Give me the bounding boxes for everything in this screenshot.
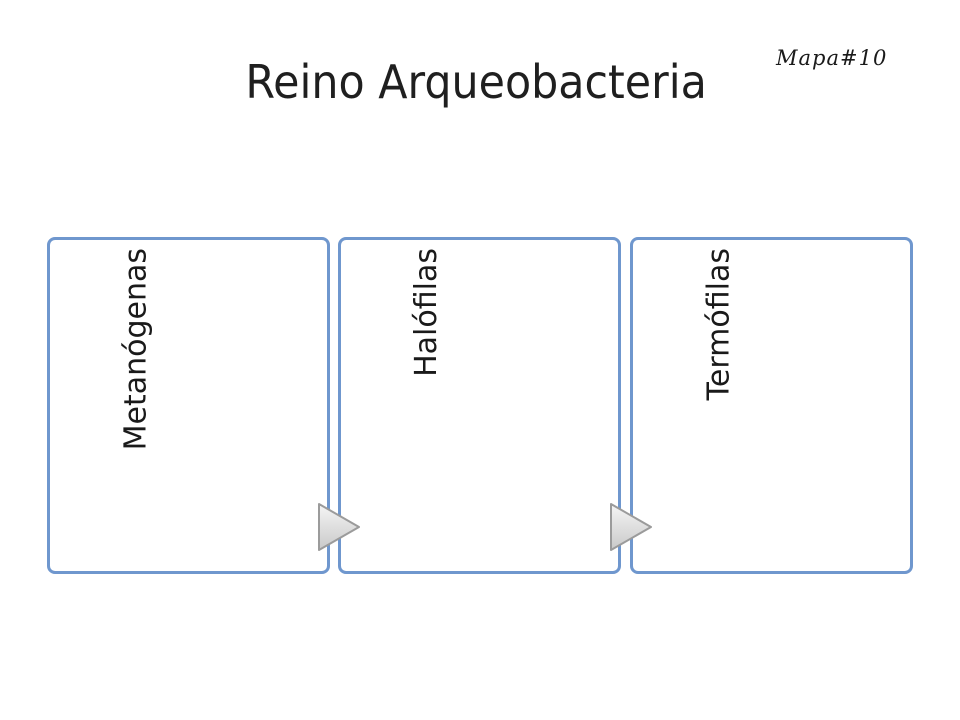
stage-box-termofilas: Termófilas	[630, 237, 913, 574]
stage-box-halofilas: Halófilas	[338, 237, 621, 574]
stage-box-metanogenas: Metanógenas	[47, 237, 330, 574]
stage-label-termofilas: Termófilas	[701, 248, 736, 401]
diagram-title: Reino Arqueobacteria	[0, 55, 956, 109]
map-number-tag: Mapa#10	[776, 46, 888, 70]
play-triangle-icon	[610, 503, 652, 551]
play-triangle-icon	[318, 503, 360, 551]
stage-label-halofilas: Halófilas	[409, 248, 444, 377]
diagram-title-text: Reino Arqueobacteria	[245, 55, 707, 109]
stage-label-metanogenas: Metanógenas	[118, 248, 153, 451]
